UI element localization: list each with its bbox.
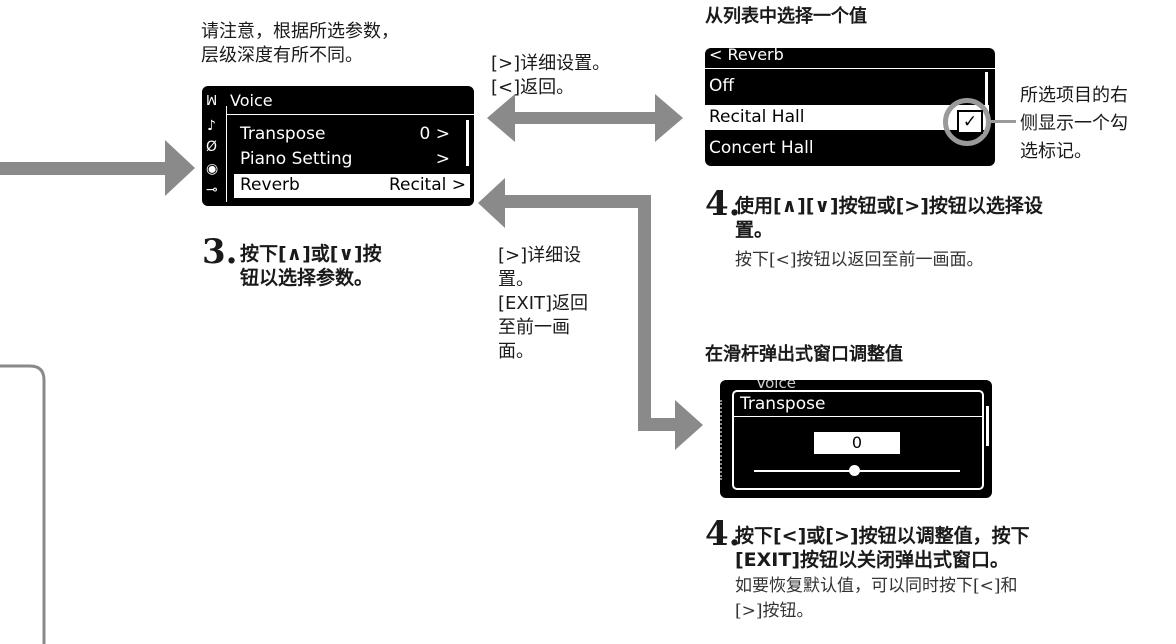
- slider-popup-title: Transpose: [740, 394, 826, 414]
- check-mark-highlight: [943, 98, 991, 146]
- depth-note-line1: 请注意，根据所选参数，: [201, 21, 399, 42]
- step-4-list-note: 按下[<]按钮以返回至前一画面。: [735, 250, 984, 270]
- step-4-list-number: 4.: [705, 184, 741, 224]
- voice-screen-title: Voice: [230, 91, 273, 110]
- step-3-number: 3.: [202, 232, 238, 272]
- callout-line: [990, 120, 1016, 123]
- nav-hint-top-line2: [<]返回。: [491, 77, 575, 98]
- menu-item-transpose[interactable]: Transpose 0 >: [240, 124, 450, 144]
- check-icon: ✓: [957, 110, 983, 134]
- step-4-list-text: 使用[∧][∨]按钮或[>]按钮以选择设 置。: [735, 195, 1043, 241]
- list-section-heading: 从列表中选择一个值: [705, 6, 867, 27]
- voice-icon: ꟽ: [206, 94, 218, 109]
- incoming-arrow: [0, 140, 195, 196]
- step-3-text: 按下[∧]或[∨]按 钮以选择参数。: [240, 243, 382, 289]
- record-icon: ◉: [206, 161, 219, 177]
- slider-section-heading: 在滑杆弹出式窗口调整值: [705, 344, 903, 365]
- note-icon: ♪: [207, 118, 216, 134]
- depth-note-line2: 层级深度有所不同。: [201, 45, 363, 66]
- slider-bg-title: Voice: [756, 380, 796, 392]
- nav-hint-top-line1: [>]详细设置。: [491, 53, 611, 74]
- settings-icon: ⊸: [206, 182, 218, 198]
- side-bracket: [0, 364, 46, 644]
- l-shaped-arrow: [478, 178, 703, 450]
- scrollbar: [466, 120, 469, 166]
- check-mark-callout: 所选项目的右 侧显示一个勾 选标记。: [1020, 85, 1128, 162]
- option-recital-hall-selected[interactable]: Recital Hall: [705, 105, 989, 130]
- menu-item-reverb-selected[interactable]: Reverb Recital >: [234, 174, 470, 198]
- step-4-slider-note: 如要恢复默认值，可以同时按下[<]和 [>]按钮。: [735, 576, 1018, 621]
- nav-hint-top: [>]详细设置。 [<]返回。: [491, 52, 610, 100]
- scrollbar: [985, 72, 988, 114]
- slider-screen: Voice Transpose 0: [720, 380, 992, 498]
- depth-note: 请注意，根据所选参数， 层级深度有所不同。: [201, 20, 399, 68]
- slider-value-box: 0: [814, 432, 900, 454]
- reverb-screen-title[interactable]: < Reverb: [709, 48, 784, 64]
- double-arrow: [487, 94, 683, 142]
- menu-item-piano-setting[interactable]: Piano Setting >: [240, 149, 450, 169]
- step-4-slider: 4. 按下[<]或[>]按钮以调整值，按下 [EXIT]按钮以关闭弹出式窗口。 …: [705, 514, 1175, 644]
- slider-popup: Transpose 0: [732, 390, 984, 490]
- option-off[interactable]: Off: [709, 76, 735, 96]
- step-4-slider-text: 按下[<]或[>]按钮以调整值，按下 [EXIT]按钮以关闭弹出式窗口。: [735, 525, 1030, 571]
- voice-screen: ꟽ ♪ Ø ◉ ⊸ Voice Transpose 0 > Piano Sett…: [202, 86, 474, 206]
- option-concert-hall[interactable]: Concert Hall: [709, 138, 814, 158]
- step-4-slider-number: 4.: [705, 514, 741, 554]
- nav-hint-mid: [>]详细设 置。 [EXIT]返回 至前一画 面。: [498, 245, 589, 362]
- slider-thumb[interactable]: [849, 465, 860, 476]
- step-4-list: 4. 使用[∧][∨]按钮或[>]按钮以选择设 置。 按下[<]按钮以返回至前一…: [705, 184, 1175, 290]
- metronome-icon: Ø: [206, 139, 218, 155]
